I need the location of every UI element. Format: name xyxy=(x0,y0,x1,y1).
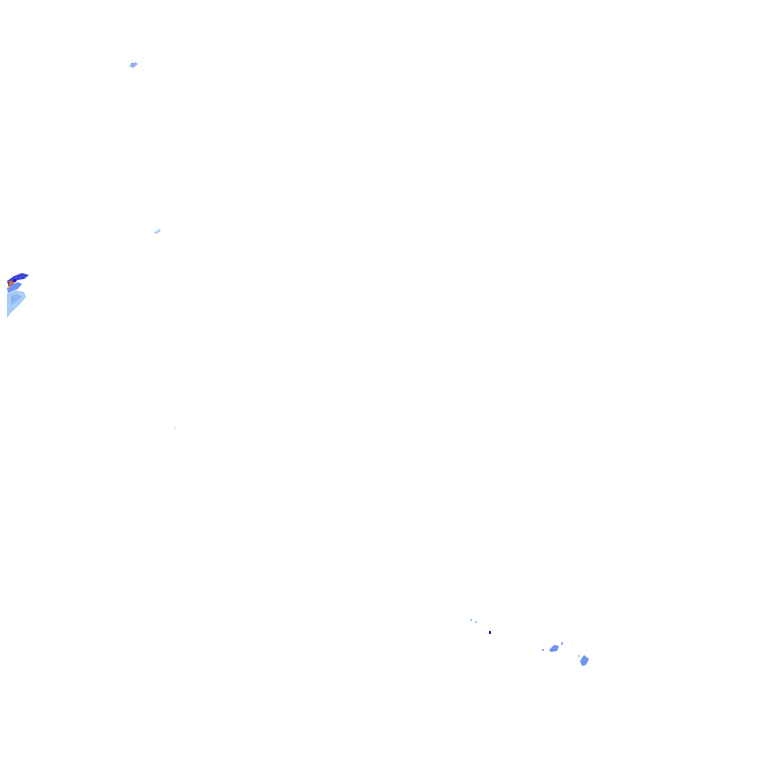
precipitation-echo-storm-cell xyxy=(7,273,29,318)
precipitation-echo-nw xyxy=(129,62,138,68)
precipitation-speck-center xyxy=(175,426,178,429)
precipitation-echo-se xyxy=(470,619,589,666)
precipitation-echo-w-small xyxy=(123,171,161,234)
